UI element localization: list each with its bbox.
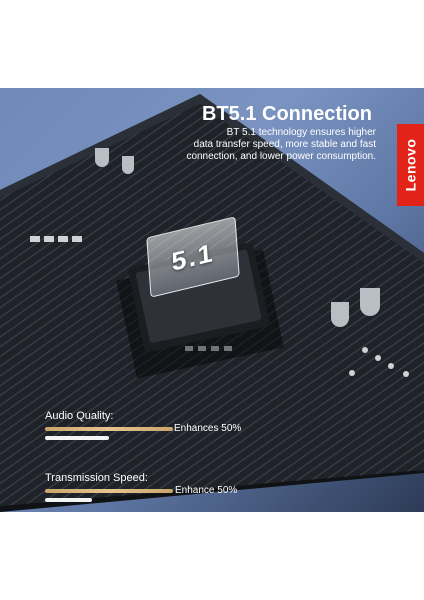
transmission-speed-improved-bar: [45, 489, 173, 493]
circuit-board-image: [0, 94, 424, 512]
lenovo-logo: Lenovo: [397, 124, 424, 206]
description-line: connection, and lower power consumption.: [186, 151, 376, 162]
audio-quality-improved-bar: [45, 427, 173, 431]
transmission-speed-baseline-bar: [45, 498, 92, 502]
audio-quality-value: Enhances 50%: [174, 423, 242, 434]
description-line: data transfer speed, more stable and fas…: [193, 139, 376, 150]
audio-quality-baseline-bar: [45, 436, 109, 440]
transmission-speed-value: Enhance 50%: [175, 485, 238, 496]
product-banner: BT5.1 Connection BT 5.1 technology ensur…: [0, 88, 424, 512]
description-line: BT 5.1 technology ensures higher: [226, 127, 376, 138]
description: BT 5.1 technology ensures higher data tr…: [140, 127, 376, 163]
brand-name: Lenovo: [402, 138, 419, 192]
audio-quality-label: Audio Quality:: [45, 410, 114, 422]
headline: BT5.1 Connection: [201, 103, 372, 125]
transmission-speed-label: Transmission Speed:: [45, 472, 148, 484]
